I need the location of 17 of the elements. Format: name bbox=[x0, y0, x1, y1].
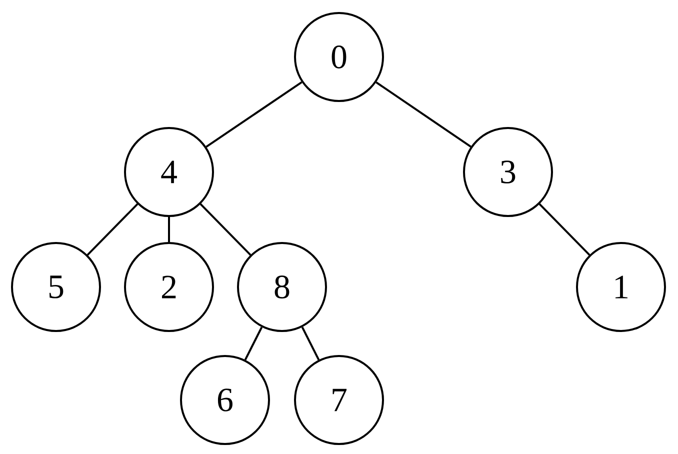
tree-edge bbox=[376, 81, 472, 148]
tree-edge bbox=[244, 326, 263, 360]
tree-edge bbox=[206, 81, 302, 148]
tree-node: 6 bbox=[180, 355, 270, 445]
tree-node: 7 bbox=[294, 355, 384, 445]
tree-node: 5 bbox=[11, 242, 101, 332]
tree-node: 4 bbox=[124, 127, 214, 217]
tree-edge bbox=[538, 203, 590, 256]
tree-edge bbox=[168, 217, 170, 242]
tree-edge bbox=[86, 203, 138, 256]
tree-node: 1 bbox=[576, 242, 666, 332]
tree-edge bbox=[200, 203, 252, 256]
tree-node: 0 bbox=[294, 12, 384, 102]
tree-node: 2 bbox=[124, 242, 214, 332]
tree-node: 8 bbox=[237, 242, 327, 332]
tree-node: 3 bbox=[463, 127, 553, 217]
tree-edge bbox=[301, 326, 320, 360]
